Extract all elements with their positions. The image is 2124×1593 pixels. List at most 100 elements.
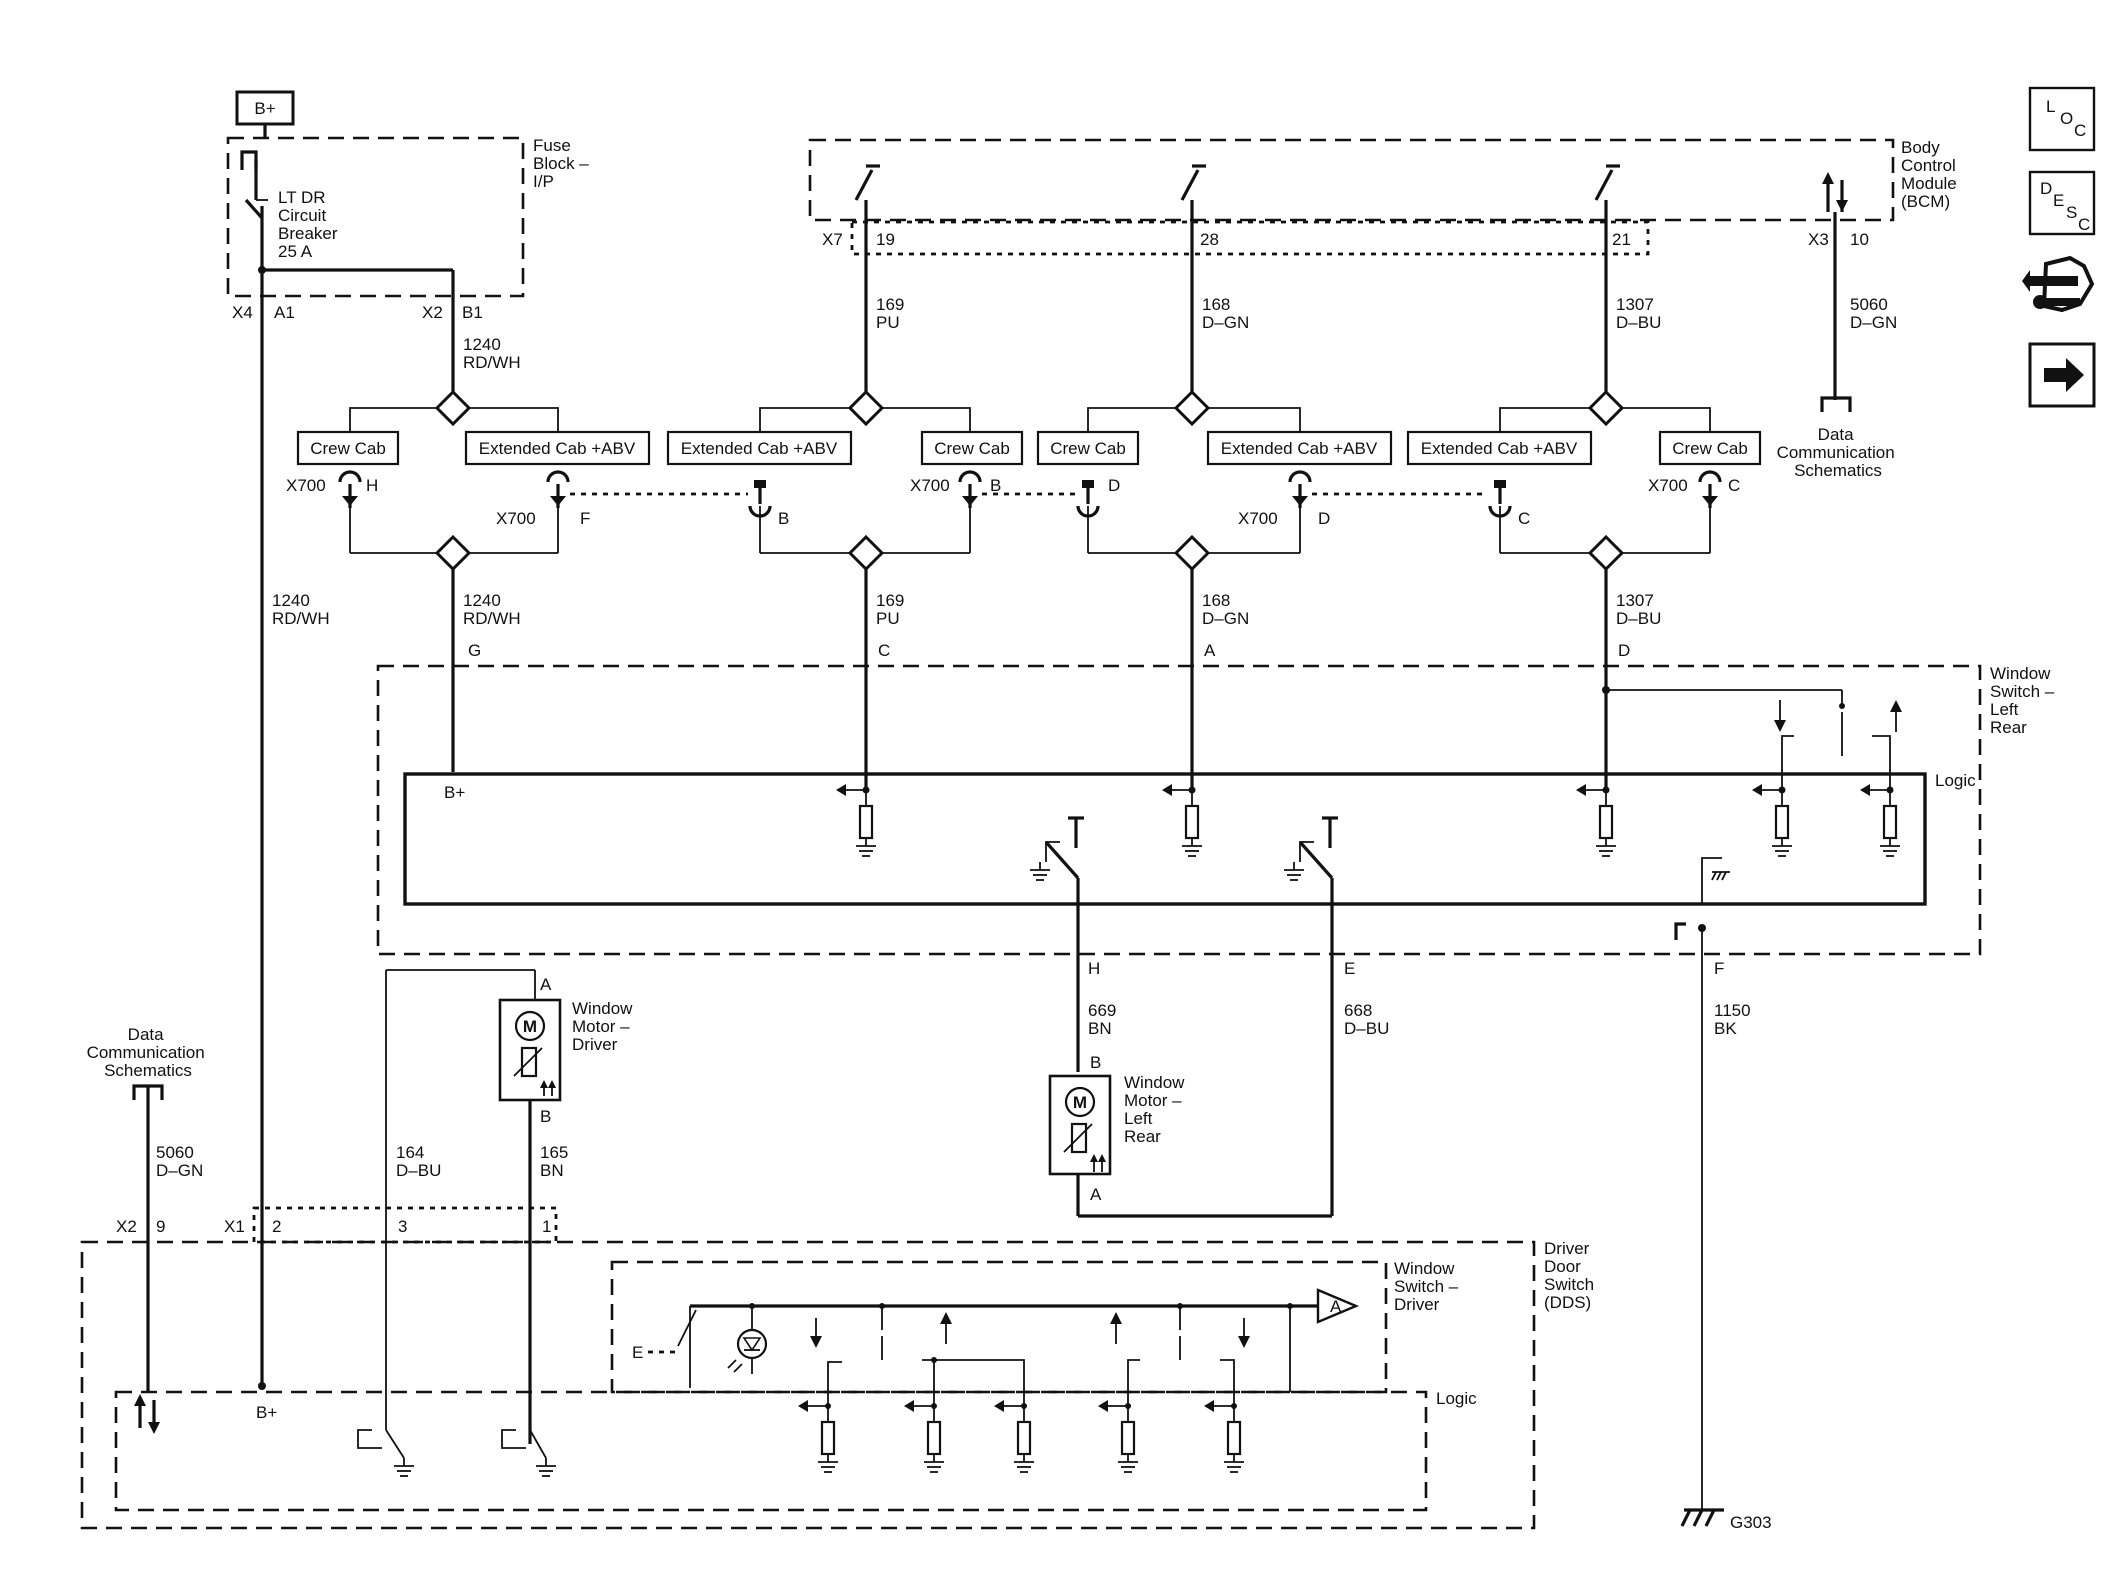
bplus-dds: B+ <box>256 1403 277 1422</box>
motor-lr-pin-a: A <box>1090 1185 1102 1204</box>
bcm-title: Body Control Module (BCM) <box>1901 138 1962 211</box>
motor-driver-pin-a: A <box>540 975 552 994</box>
wire-168-a-label: 168 D–GN <box>1202 591 1249 628</box>
wire-165-label: 165 BN <box>540 1143 573 1180</box>
option-crew-cab-2: Crew Cab <box>934 439 1010 458</box>
desc-icon[interactable]: D E S C <box>2028 170 2096 236</box>
svg-text:C: C <box>2074 121 2086 140</box>
wire-669-label: 669 BN <box>1088 1001 1121 1038</box>
pin-d-ext: D <box>1318 509 1330 528</box>
pin-h-lr: H <box>1088 959 1100 978</box>
option-extended-cab-1: Extended Cab +ABV <box>479 439 636 458</box>
bcm-switch-21 <box>1594 164 1620 201</box>
amp-label: A <box>1330 1297 1342 1316</box>
option-branch-1240: Crew Cab Extended Cab +ABV X700 H X700 F <box>286 389 651 572</box>
svg-text:C: C <box>2078 215 2090 234</box>
illumination-led-icon <box>727 1303 768 1374</box>
loc-icon[interactable]: L O C <box>2028 86 2096 152</box>
fuse-block-title: Fuse Block – I/P <box>533 136 593 191</box>
dds-pin-9: 9 <box>156 1217 165 1236</box>
circuit-breaker: LT DR Circuit Breaker 25 A <box>240 150 342 270</box>
x700-d: X700 <box>1238 509 1278 528</box>
driver-up-switch-1 <box>903 1312 1035 1473</box>
option-extended-cab-4: Extended Cab +ABV <box>1421 439 1578 458</box>
dds-x2: X2 <box>116 1217 137 1236</box>
option-branch-169: Extended Cab +ABV Crew Cab B X700 B <box>666 389 1024 572</box>
option-branch-1307: Extended Cab +ABV Crew Cab C X700 C <box>1406 389 1762 572</box>
logic-input-c <box>835 783 877 857</box>
logic-input-d <box>1575 783 1617 857</box>
next-arrow-icon[interactable] <box>2028 342 2096 408</box>
data-comm-schematics-left[interactable]: Data Communication Schematics <box>87 1025 210 1080</box>
pin-c-ext: C <box>1518 509 1530 528</box>
body-control-module: Body Control Module (BCM) X7 19 28 21 <box>808 138 1962 256</box>
dds-pin-3: 3 <box>398 1217 407 1236</box>
pin-e-lr: E <box>1344 959 1355 978</box>
pin-x4: X4 <box>232 303 253 322</box>
window-switch-driver-title: Window Switch – Driver <box>1394 1259 1463 1314</box>
power-source-bplus: B+ <box>235 90 295 138</box>
motor-driver-title: Window Motor – Driver <box>572 999 637 1054</box>
x700-b: X700 <box>910 476 950 495</box>
window-motor-driver: M A B Window Motor – Driver <box>498 975 637 1126</box>
window-switch-lr-title: Window Switch – Left Rear <box>1990 664 2059 737</box>
pin-x2: X2 <box>422 303 443 322</box>
up-switch <box>1859 700 1902 857</box>
motor-lr-title: Window Motor – Left Rear <box>1124 1073 1189 1146</box>
pin-f: F <box>580 509 590 528</box>
motor-lr-pin-b: B <box>1090 1053 1101 1072</box>
bplus-lr: B+ <box>444 783 465 802</box>
window-switch-left-rear: Window Switch – Left Rear G C A D Logic … <box>376 641 2059 956</box>
option-branch-168: Crew Cab Extended Cab +ABV D X700 D <box>1036 389 1393 572</box>
wire-1307-top-label: 1307 D–BU <box>1616 295 1661 332</box>
wire-1307-d-label: 1307 D–BU <box>1616 591 1661 628</box>
bplus-label: B+ <box>254 99 275 118</box>
pin-a1: A1 <box>274 303 295 322</box>
pin-28: 28 <box>1200 230 1219 249</box>
pin-19: 19 <box>876 230 895 249</box>
wire-1240-g-label: 1240 RD/WH <box>463 591 521 628</box>
wire-164-label: 164 D–BU <box>396 1143 441 1180</box>
pin-g: G <box>468 641 481 660</box>
fuse-block-ip: Fuse Block – I/P LT DR Circuit Breaker 2… <box>226 136 593 406</box>
logic-ground <box>1674 857 1730 940</box>
x700-h: X700 <box>286 476 326 495</box>
motor-driver-pin-b: B <box>540 1107 551 1126</box>
dds-x1: X1 <box>224 1217 245 1236</box>
svg-text:D: D <box>2040 179 2052 198</box>
bcm-switch-19 <box>854 164 880 201</box>
dds-output-switch-3 <box>357 1392 415 1477</box>
driver-up-switch-2 <box>1097 1312 1140 1473</box>
wire-169-c-label: 169 PU <box>876 591 909 628</box>
circuit-breaker-label: LT DR Circuit Breaker 25 A <box>278 188 342 261</box>
output-switch-e <box>1283 816 1338 881</box>
wire-1240-top-label: 1240 RD/WH <box>463 335 521 372</box>
driver-door-switch: Driver Door Switch (DDS) X2 9 X1 2 3 1 W… <box>80 1206 1594 1530</box>
pin-b-ext: B <box>778 509 789 528</box>
logic-label-lr: Logic <box>1935 771 1976 790</box>
dds-pin-1: 1 <box>542 1217 551 1236</box>
wire-5060-left-label: 5060 D–GN <box>156 1143 203 1180</box>
dds-output-switch-1 <box>501 1429 557 1477</box>
option-extended-cab-3: Extended Cab +ABV <box>1221 439 1378 458</box>
dds-pin-2: 2 <box>272 1217 281 1236</box>
pin-a: A <box>1204 641 1216 660</box>
pin-d: D <box>1618 641 1630 660</box>
data-comm-schematics-top[interactable]: Data Communication Schematics <box>1777 425 1900 480</box>
wire-169-top-label: 169 PU <box>876 295 909 332</box>
pin-c-crew: C <box>1728 476 1740 495</box>
option-crew-cab-1: Crew Cab <box>310 439 386 458</box>
wire-1240-main-label: 1240 RD/WH <box>272 591 330 628</box>
driver-down-switch <box>797 1318 842 1473</box>
connector-end-view-icon[interactable] <box>2022 255 2095 313</box>
svg-text:L: L <box>2046 97 2055 116</box>
down-switch <box>1751 700 1794 857</box>
motor-driver-symbol: M <box>523 1017 537 1036</box>
e-label: E <box>632 1343 643 1362</box>
pin-x7: X7 <box>822 230 843 249</box>
pin-h: H <box>366 476 378 495</box>
svg-text:S: S <box>2066 203 2077 222</box>
wire-168-top-label: 168 D–GN <box>1202 295 1249 332</box>
output-switch-h <box>1029 816 1084 881</box>
motor-lr-symbol: M <box>1073 1093 1087 1112</box>
